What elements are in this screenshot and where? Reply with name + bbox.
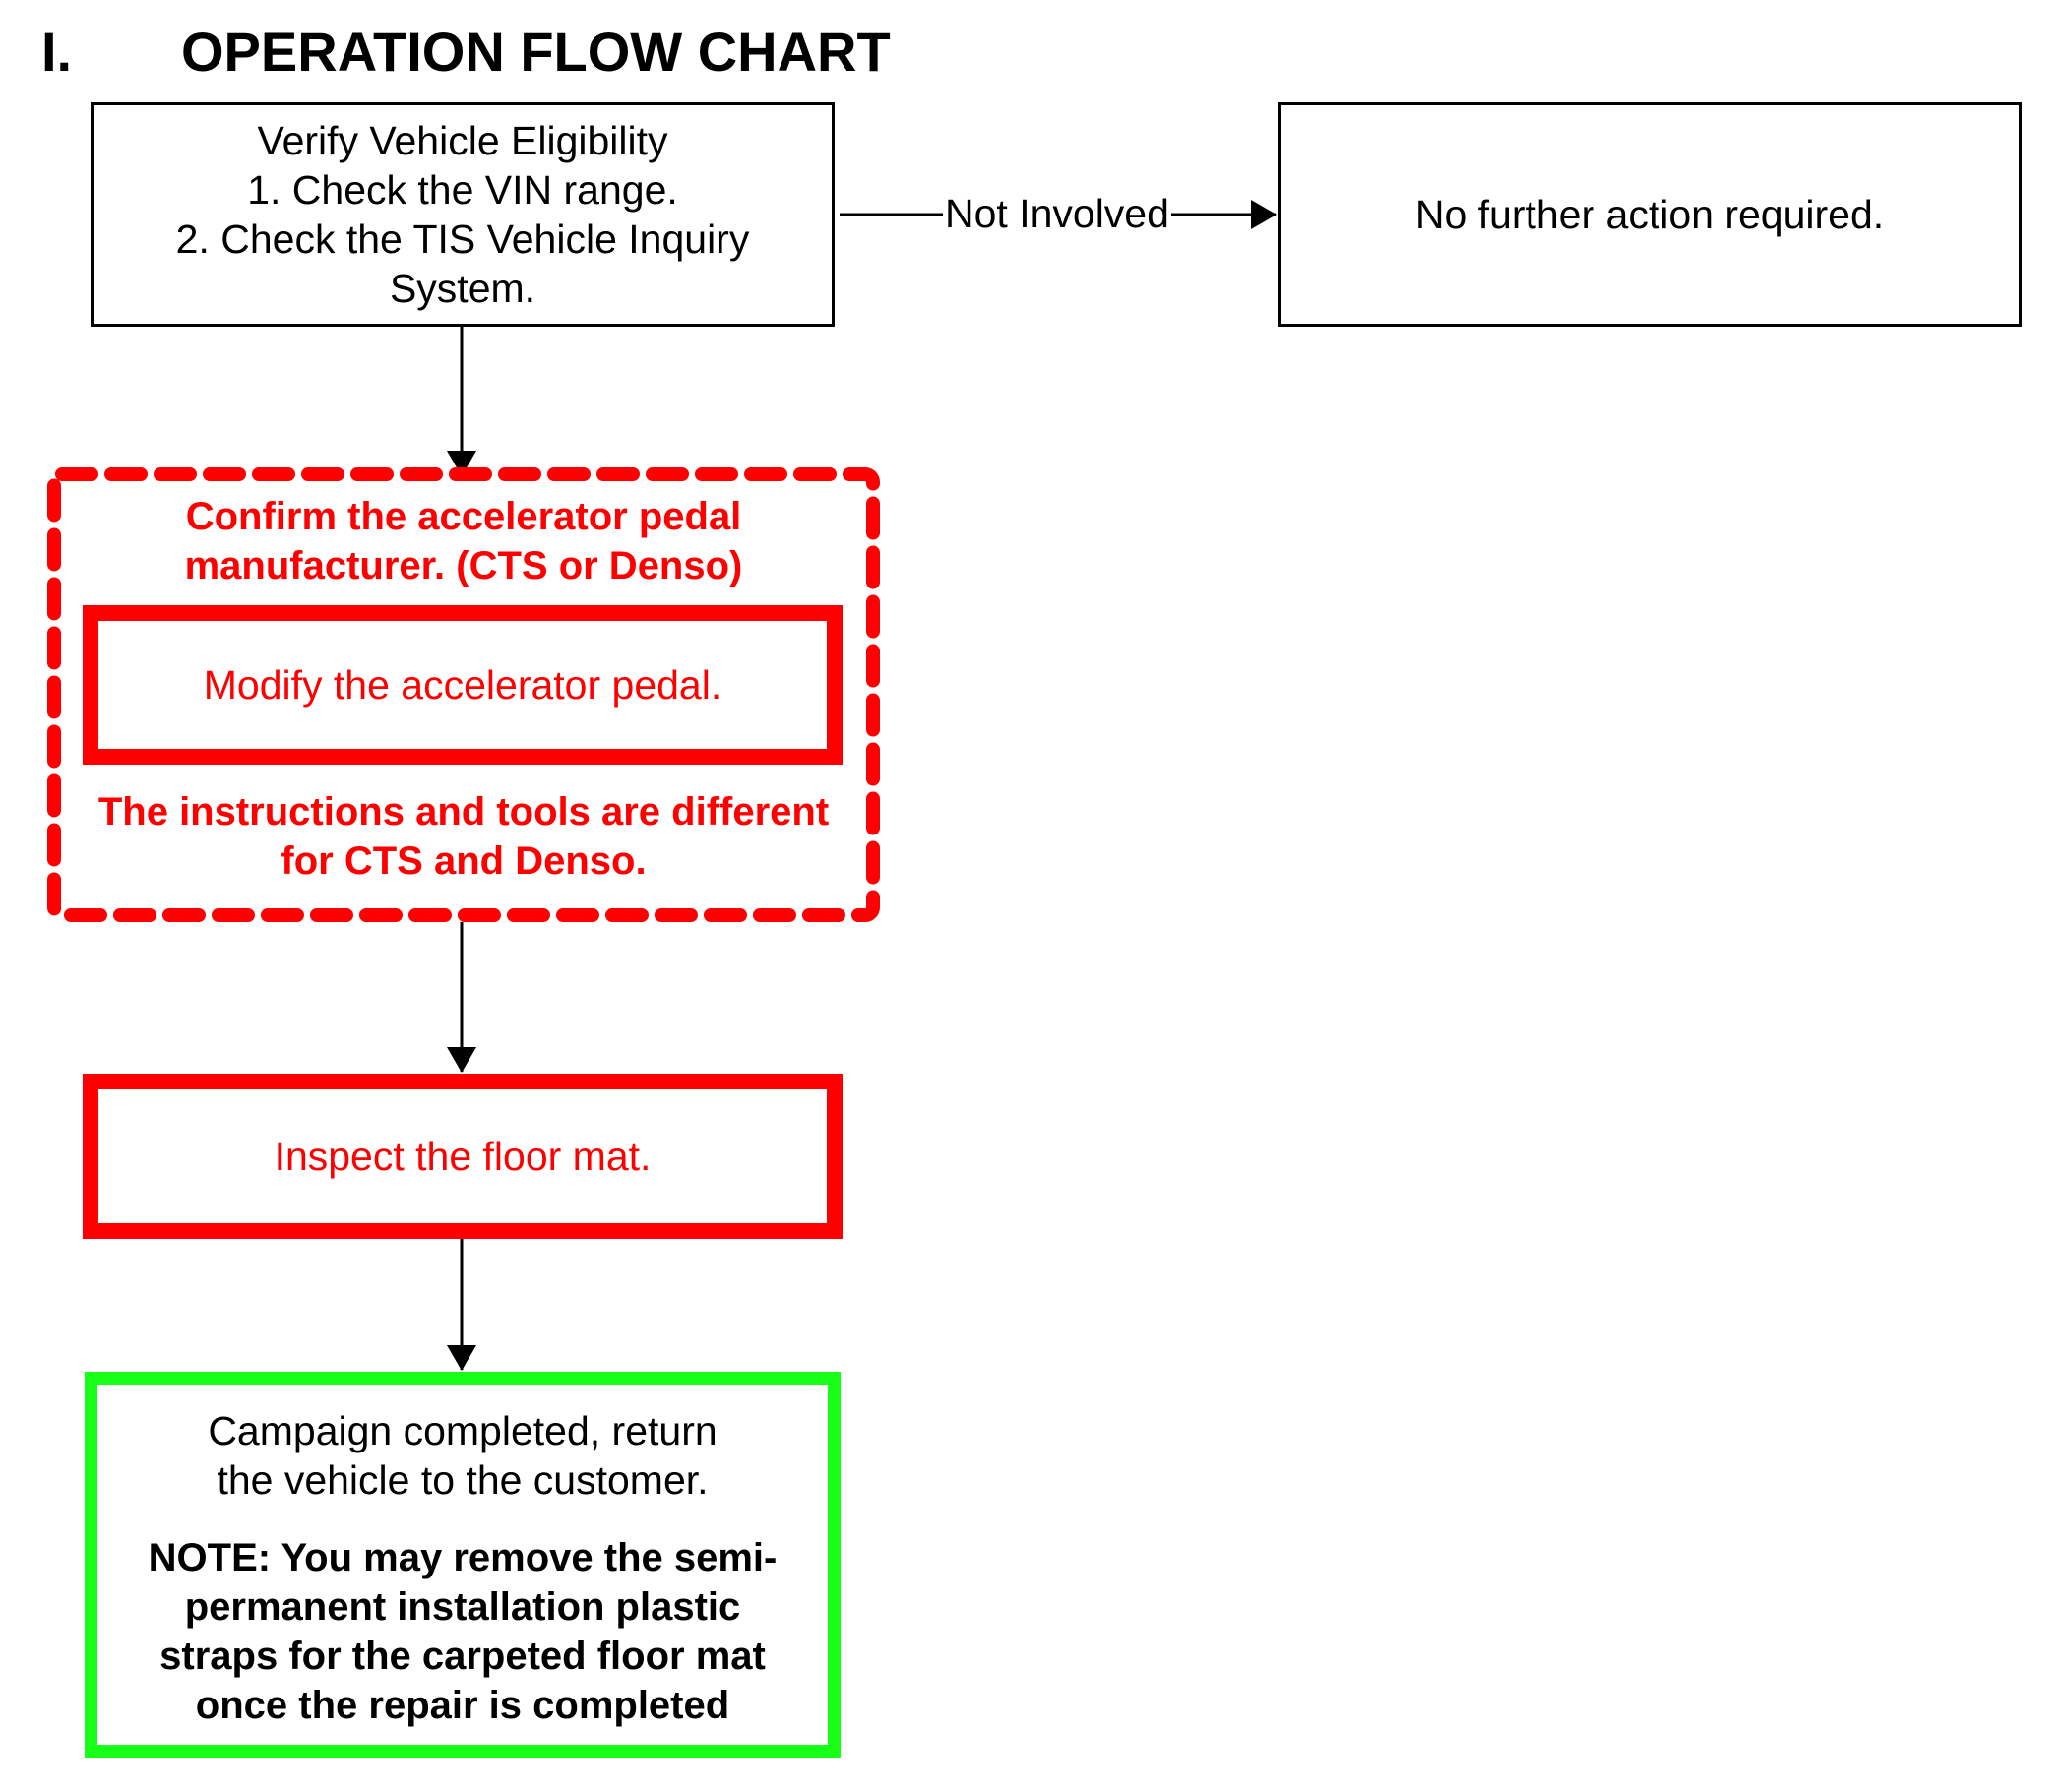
- verify-line-2: 1. Check the VIN range.: [247, 167, 678, 213]
- no-action-box: No further action required.: [1278, 102, 2022, 327]
- edge-label-not-involved: Not Involved: [943, 189, 1171, 238]
- no-action-text: No further action required.: [1414, 192, 1885, 237]
- note-line-2: permanent installation plastic: [184, 1585, 741, 1629]
- verify-line-4: System.: [389, 266, 536, 311]
- confirm-line-2: manufacturer. (CTS or Denso): [184, 544, 743, 587]
- note-line-1: NOTE: You may remove the semi-: [148, 1536, 778, 1579]
- note-line-4: once the repair is completed: [195, 1684, 730, 1727]
- modify-pedal-text: Modify the accelerator pedal.: [203, 662, 722, 708]
- verify-eligibility-box: Verify Vehicle Eligibility 1. Check the …: [91, 102, 835, 327]
- dashed-group-border: [47, 467, 880, 922]
- verify-line-1: Verify Vehicle Eligibility: [257, 118, 668, 163]
- instructions-note-text: The instructions and tools are different…: [47, 787, 880, 886]
- confirm-line-1: Confirm the accelerator pedal: [185, 495, 742, 538]
- instructions-line-2: for CTS and Denso.: [281, 839, 647, 883]
- inspect-floor-mat-box: Inspect the floor mat.: [83, 1074, 843, 1239]
- complete-line-1: Campaign completed, return: [208, 1408, 718, 1453]
- campaign-completed-box: Campaign completed, return the vehicle t…: [85, 1372, 841, 1758]
- inspect-text: Inspect the floor mat.: [274, 1134, 652, 1179]
- modify-pedal-box: Modify the accelerator pedal.: [83, 605, 843, 765]
- completion-note: NOTE: You may remove the semi- permanent…: [149, 1533, 778, 1730]
- instructions-line-1: The instructions and tools are different: [97, 790, 830, 834]
- section-number: I.: [41, 21, 73, 83]
- confirm-pedal-group: Confirm the accelerator pedal manufactur…: [47, 467, 880, 922]
- note-line-3: straps for the carpeted floor mat: [159, 1635, 766, 1678]
- verify-line-3: 2. Check the TIS Vehicle Inquiry: [175, 216, 750, 262]
- confirm-manufacturer-text: Confirm the accelerator pedal manufactur…: [47, 492, 880, 590]
- page-title: OPERATION FLOW CHART: [181, 21, 891, 83]
- complete-line-2: the vehicle to the customer.: [217, 1457, 709, 1503]
